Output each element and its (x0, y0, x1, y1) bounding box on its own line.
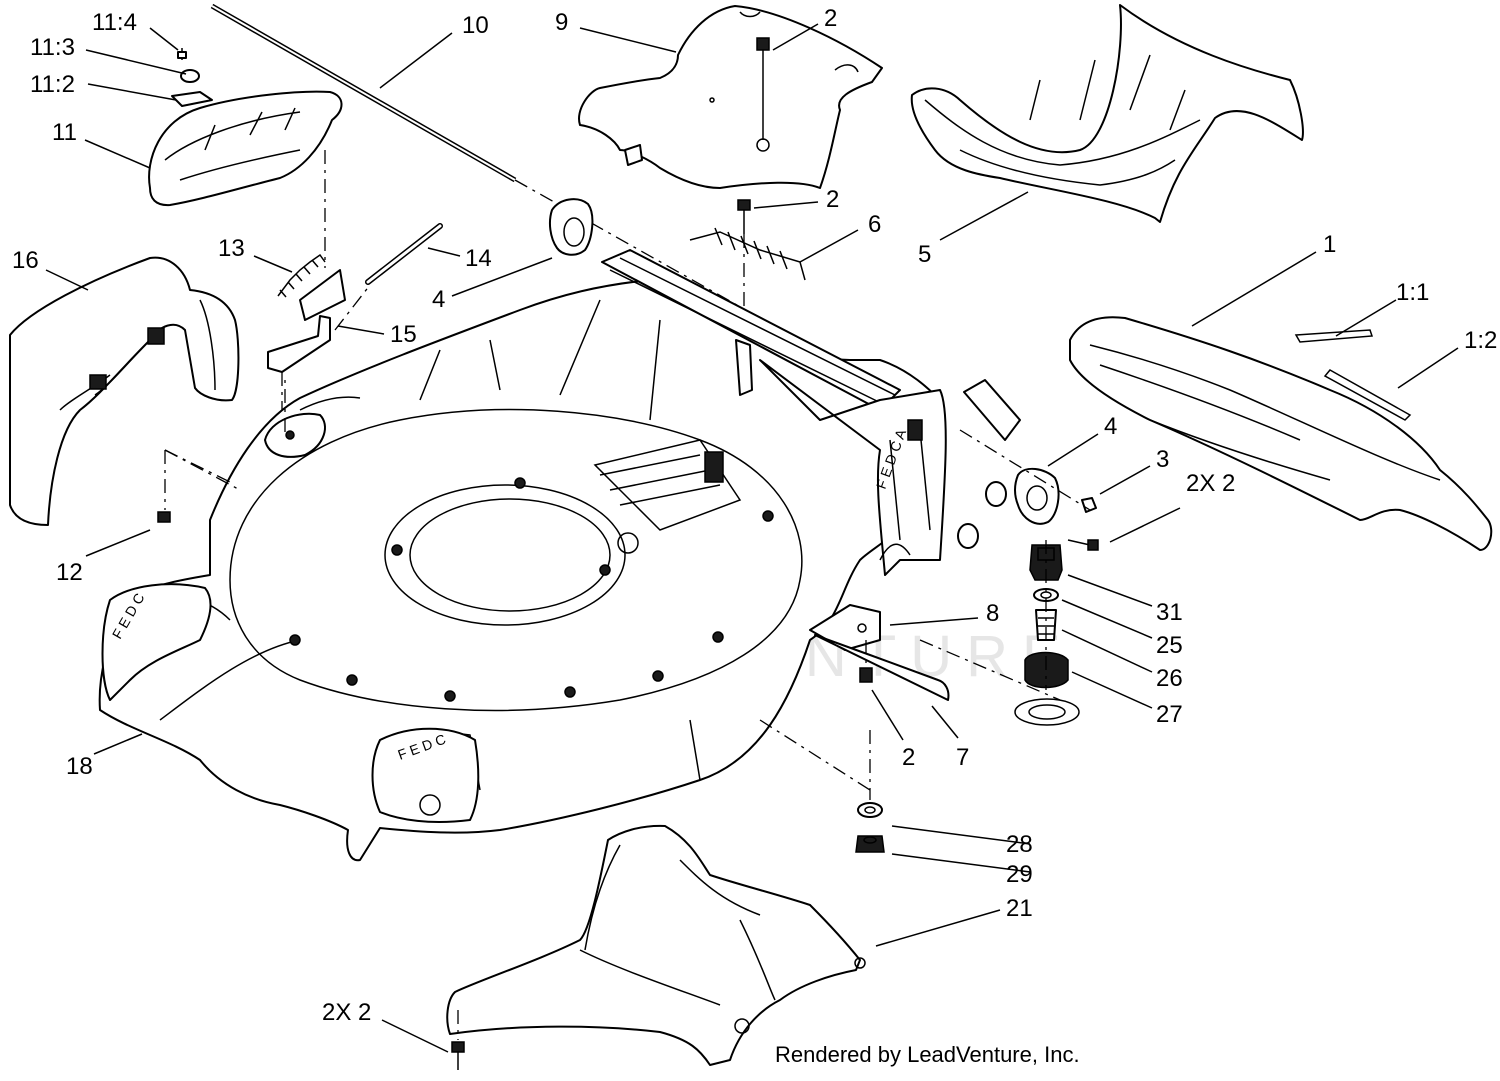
callout-11-3: 11:3 (30, 34, 75, 61)
part-2-screw-right (1067, 539, 1099, 551)
callout-1: 1 (1323, 231, 1336, 258)
callout-16: 16 (12, 247, 39, 274)
callout-28: 28 (1006, 831, 1033, 858)
callout-8: 8 (986, 600, 999, 627)
part-28-washer (759, 719, 883, 818)
callout-18: 18 (66, 753, 93, 780)
height-adjuster-stack (919, 540, 1080, 726)
callout-2-top: 2 (824, 5, 837, 32)
part-4-bushing-right (1014, 467, 1060, 525)
callout-labels: 11:4 11:3 11:2 11 10 9 2 2 6 5 16 13 14 … (12, 5, 1497, 1026)
callout-14: 14 (465, 245, 492, 272)
part-2-screw-top (756, 37, 770, 140)
part-13-spring (277, 150, 346, 321)
part-18-deck: F E D C F E D C (98, 279, 946, 862)
part-14-pin (365, 223, 443, 285)
callout-2-low: 2 (902, 744, 915, 771)
callout-1-2: 1:2 (1464, 327, 1497, 354)
callout-31: 31 (1156, 599, 1183, 626)
part-12-bolt (157, 449, 241, 523)
part-4-bushing-left (548, 198, 594, 256)
callout-29: 29 (1006, 861, 1033, 888)
part-7-channel (814, 634, 950, 701)
callout-26: 26 (1156, 665, 1183, 692)
callout-1-1: 1:1 (1396, 279, 1429, 306)
callout-4-right: 4 (1104, 413, 1117, 440)
callout-2x2-bottom: 2X 2 (322, 999, 371, 1026)
leader-lines (45, 23, 1459, 1053)
callout-11-2: 11:2 (30, 71, 75, 98)
callout-15: 15 (390, 321, 417, 348)
part-21-chute (446, 824, 866, 1070)
callout-11-4: 11:4 (92, 9, 137, 36)
part-29-nut (855, 835, 885, 853)
callout-4-left: 4 (432, 286, 445, 313)
callout-3: 3 (1156, 446, 1169, 473)
part-16-sidecover (9, 256, 240, 526)
callout-11: 11 (52, 119, 77, 146)
part-1-handle (1069, 316, 1493, 551)
callout-27: 27 (1156, 701, 1183, 728)
part-15-bracket (267, 284, 371, 430)
callout-2x2-right: 2X 2 (1186, 470, 1235, 497)
callout-2-mid: 2 (826, 186, 839, 213)
callout-21: 21 (1006, 895, 1033, 922)
callout-6: 6 (868, 211, 881, 238)
callout-13: 13 (218, 235, 245, 262)
alignment-line (164, 449, 231, 483)
part-3-nut (1081, 497, 1097, 513)
rear-frame: F E D C A (601, 249, 1021, 576)
callout-5: 5 (918, 241, 931, 268)
callout-10: 10 (462, 12, 489, 39)
part-5-deflector (910, 4, 1304, 223)
callout-7: 7 (956, 744, 969, 771)
part-6-springs (689, 227, 806, 281)
callout-9: 9 (555, 9, 568, 36)
callout-12: 12 (56, 559, 83, 586)
part-11-cover (148, 48, 343, 207)
render-credit: Rendered by LeadVenture, Inc. (775, 1042, 1080, 1067)
callout-25: 25 (1156, 632, 1183, 659)
part-9-plate (578, 5, 883, 189)
